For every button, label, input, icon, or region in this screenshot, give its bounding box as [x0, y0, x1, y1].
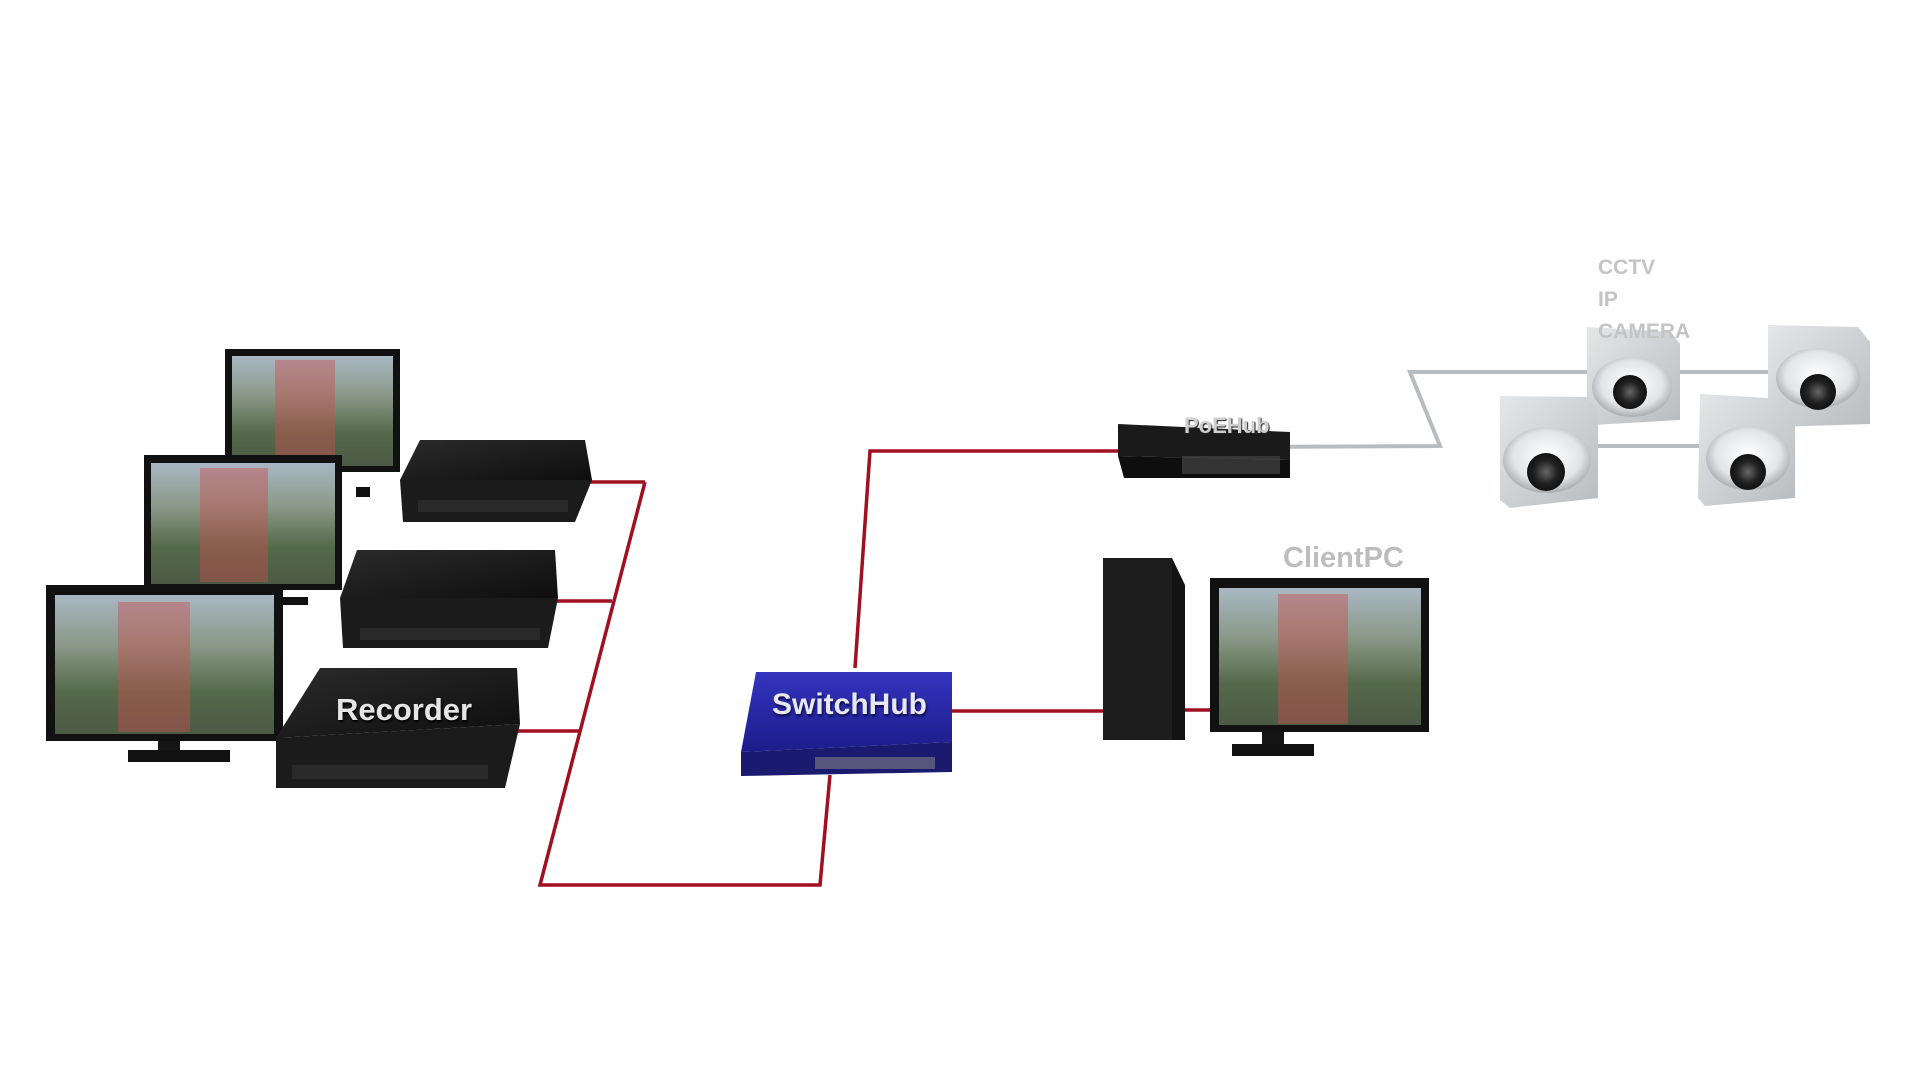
dome-camera-3: [1500, 396, 1598, 508]
dome-camera-4: [1698, 394, 1795, 506]
pc-tower-icon: [1103, 558, 1185, 740]
monitor-1: [225, 349, 400, 497]
poe-hub-label: PoEHub: [1184, 413, 1270, 438]
client-monitor: [1210, 578, 1429, 756]
cable-recorder-trunk: [537, 481, 832, 887]
switch-hub-icon: [741, 672, 952, 776]
cable-switch-poe: [853, 449, 1120, 669]
poe-hub-icon: [1118, 424, 1290, 478]
monitor-2: [144, 455, 342, 605]
cctv-label: CCTV IP CAMERA: [1598, 252, 1690, 348]
switch-hub-label: SwitchHub: [772, 688, 927, 721]
cctv-label-line-2: IP: [1598, 288, 1618, 311]
recorder-1: [400, 440, 592, 522]
monitor-3: [46, 585, 283, 762]
recorder-2: [340, 550, 558, 648]
dome-camera-1: [1587, 327, 1680, 425]
cctv-label-line-1: CCTV: [1598, 256, 1656, 279]
recorder-label: Recorder: [336, 692, 473, 727]
cctv-label-line-3: CAMERA: [1598, 320, 1691, 343]
client-pc-label: ClientPC: [1283, 542, 1404, 574]
recorder-3: [276, 668, 520, 788]
dome-camera-2: [1768, 325, 1870, 427]
